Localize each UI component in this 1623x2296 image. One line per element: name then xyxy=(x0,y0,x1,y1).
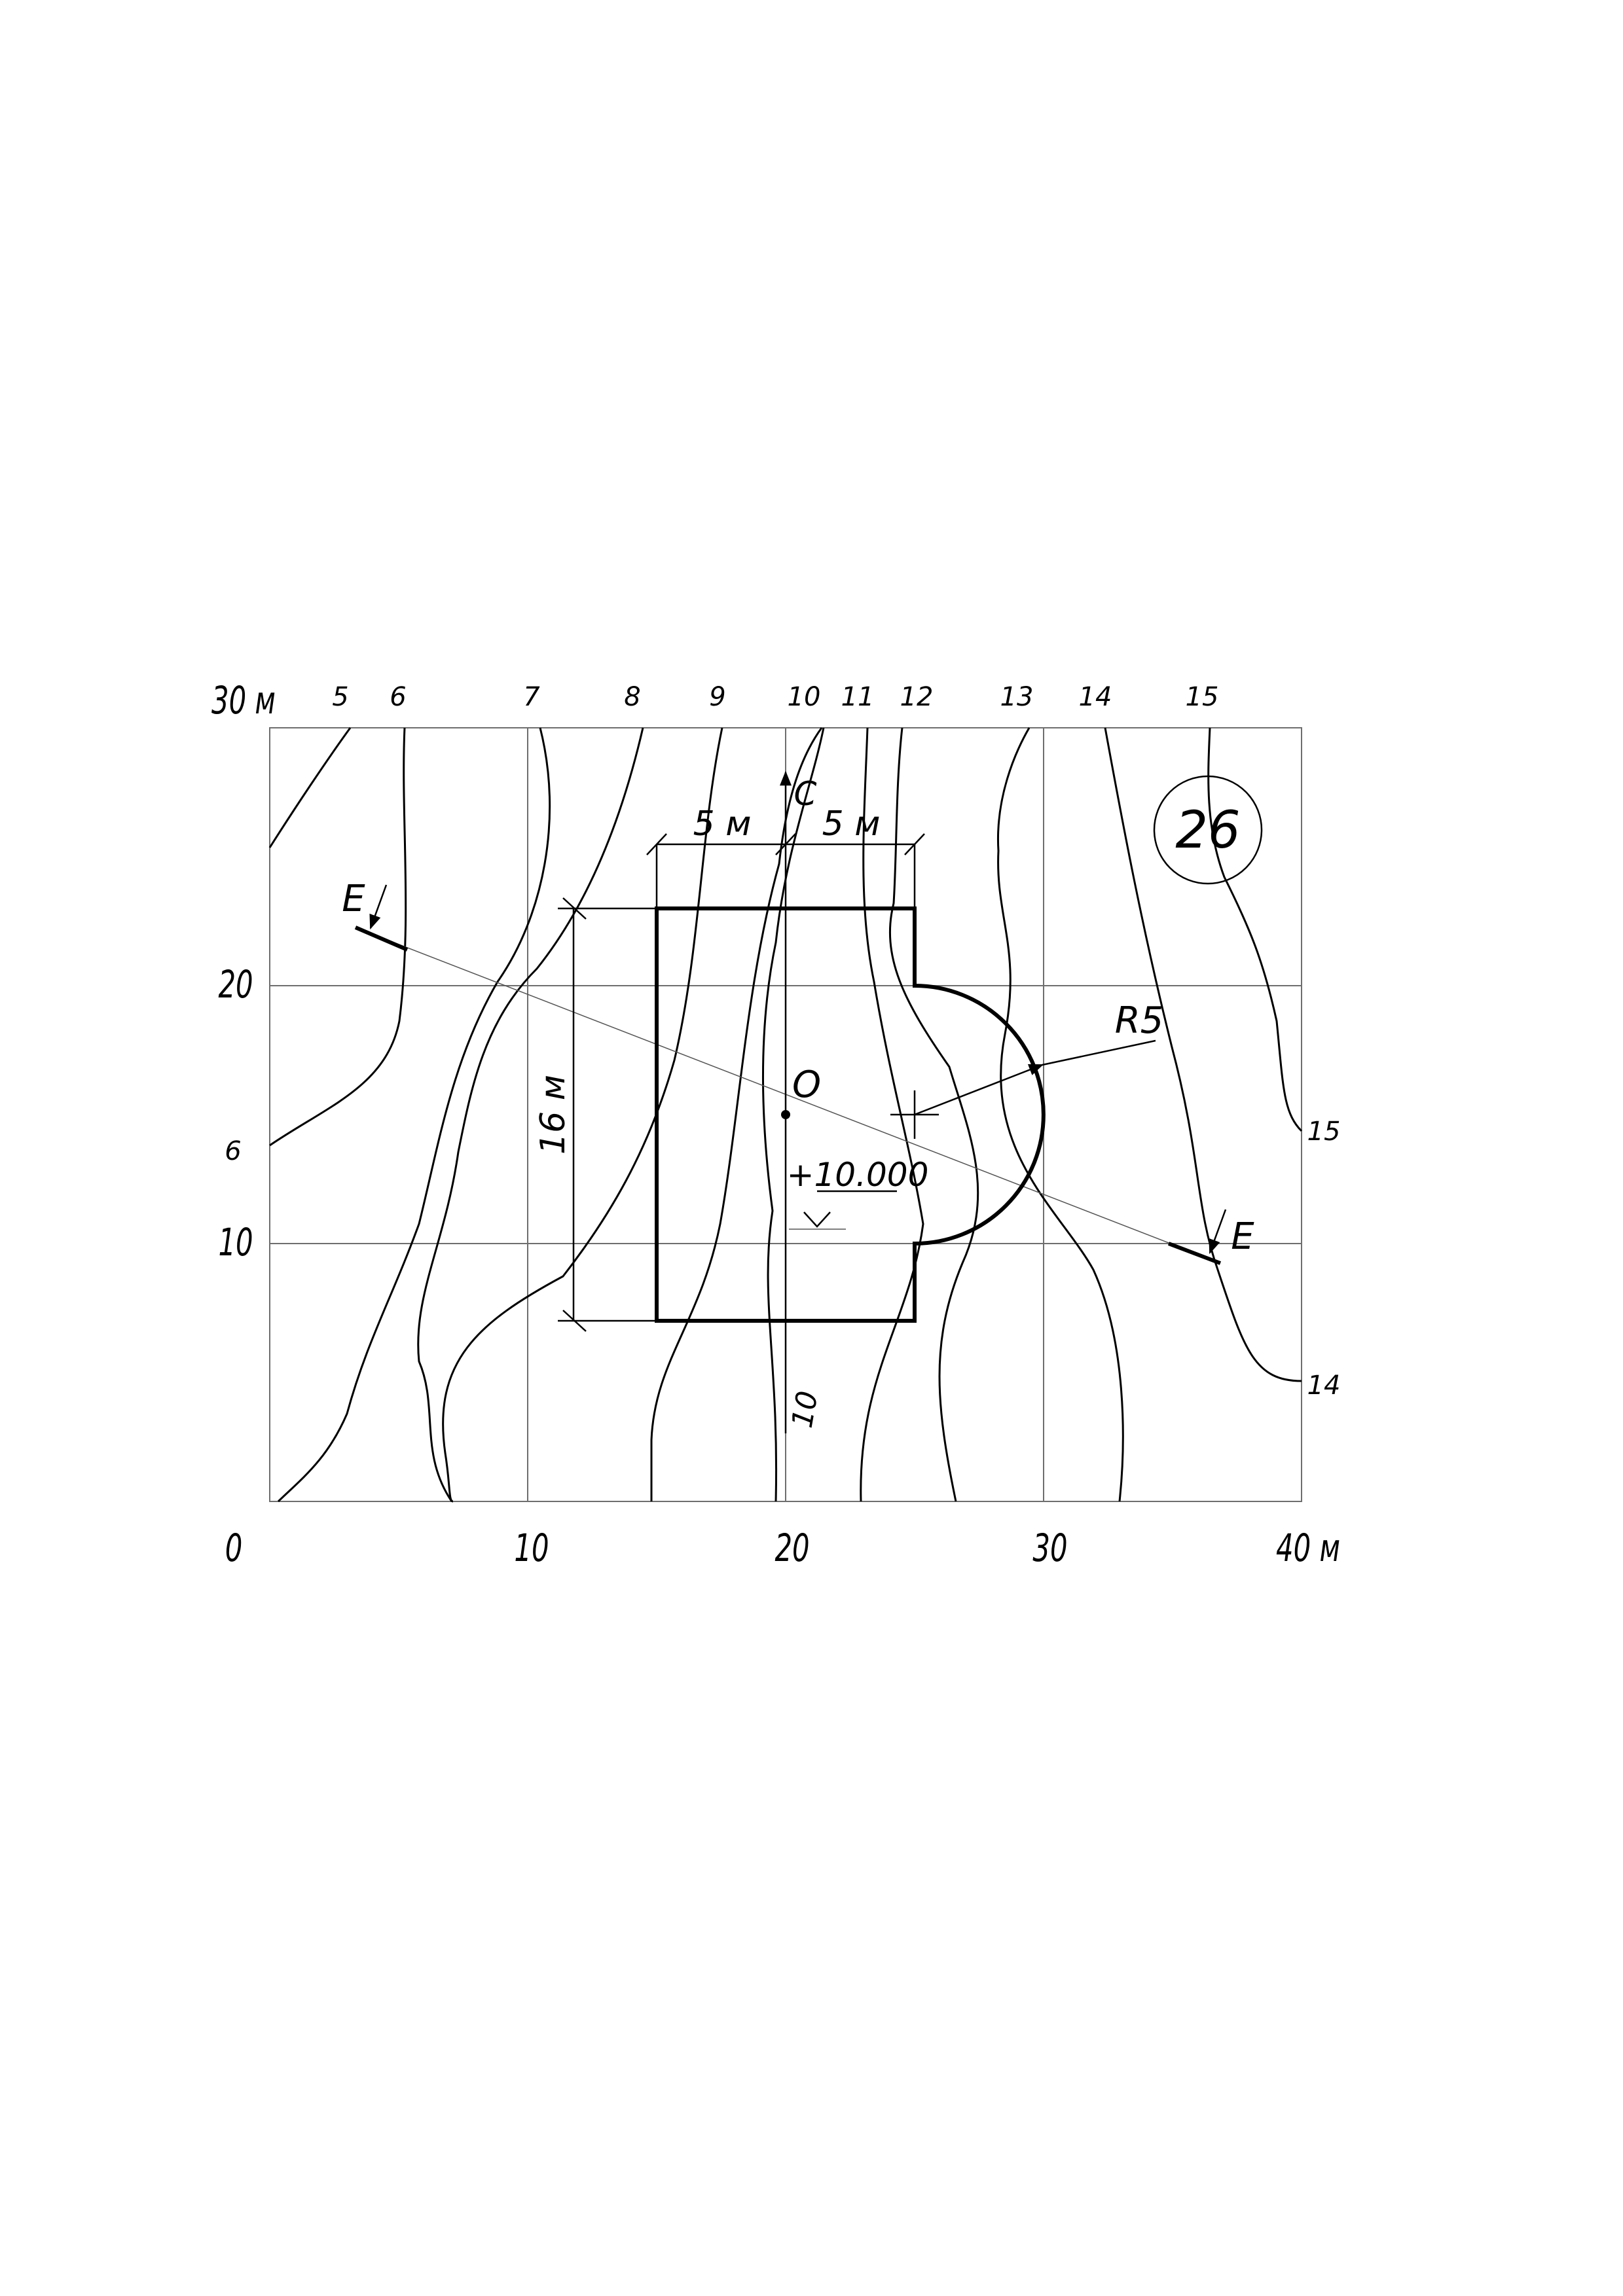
x-tick-label: 0 xyxy=(225,1526,243,1570)
north-axis xyxy=(780,770,792,1433)
section-label-left: E xyxy=(342,878,365,920)
contour-label: 10 xyxy=(786,1388,825,1430)
contour-label: 6 xyxy=(225,1136,241,1166)
contour-label: 13 xyxy=(1000,682,1034,712)
contour-label: 8 xyxy=(624,682,640,712)
contour-10 xyxy=(762,727,825,1502)
north-label: С xyxy=(794,775,817,813)
x-tick-label: 10 xyxy=(514,1526,549,1570)
contour-label: 10 xyxy=(788,682,821,712)
contour-label: 14 xyxy=(1307,1371,1341,1401)
contour-8 xyxy=(442,727,723,1503)
x-tick-label: 30 xyxy=(1032,1526,1067,1570)
section-label-right: E xyxy=(1231,1215,1254,1258)
contour-6b xyxy=(277,727,551,1503)
dimension-label-height: 16 м xyxy=(534,1075,573,1155)
sheet-number-marker: 26 xyxy=(1153,775,1263,885)
y-tick-label: 20 xyxy=(218,962,253,1007)
contour-label: 15 xyxy=(1186,682,1219,712)
annotations: 5 м 5 м 16 м R5 O +10.000 С E E xyxy=(342,775,1254,1258)
dimension-lines xyxy=(558,833,1156,1332)
contour-label: 7 xyxy=(523,682,540,712)
contour-6a xyxy=(269,727,407,1147)
center-point-marker xyxy=(781,1110,790,1119)
dimension-label-top-right: 5 м xyxy=(822,804,881,844)
building-outline xyxy=(655,906,1046,1323)
radius-label: R5 xyxy=(1115,999,1164,1042)
contour-13 xyxy=(996,727,1124,1502)
contour-label: 9 xyxy=(709,682,725,712)
contour-15 xyxy=(1207,727,1303,1132)
contour-7 xyxy=(417,727,644,1502)
y-tick-label: 10 xyxy=(218,1220,253,1265)
elevation-label: +10.000 xyxy=(787,1156,929,1194)
section-line-e-e xyxy=(354,884,1227,1265)
contour-label: 5 xyxy=(332,682,348,712)
contour-lines xyxy=(268,727,1303,1503)
contour-label: 15 xyxy=(1307,1117,1341,1147)
contour-5 xyxy=(268,727,352,848)
contour-labels: 5 6 7 8 9 10 11 12 13 14 15 6 15 14 10 xyxy=(225,682,1340,1430)
contour-label: 6 xyxy=(390,682,406,712)
center-point-label: O xyxy=(792,1064,821,1106)
x-tick-label: 40 м xyxy=(1276,1526,1340,1570)
axis-labels: 0 10 20 30 40 м 10 20 30 м xyxy=(211,678,1340,1570)
dimension-label-top-left: 5 м xyxy=(693,804,752,844)
contour-9 xyxy=(650,727,823,1501)
contour-label: 12 xyxy=(900,682,934,712)
contour-12 xyxy=(888,727,979,1502)
x-tick-label: 20 xyxy=(775,1526,809,1570)
sheet-number: 26 xyxy=(1175,801,1240,860)
contour-label: 14 xyxy=(1079,682,1112,712)
elevation-mark xyxy=(789,1190,897,1230)
contour-11 xyxy=(860,727,924,1502)
y-tick-label: 30 м xyxy=(211,678,276,723)
contour-label: 11 xyxy=(841,682,875,712)
contour-14 xyxy=(1104,727,1302,1382)
